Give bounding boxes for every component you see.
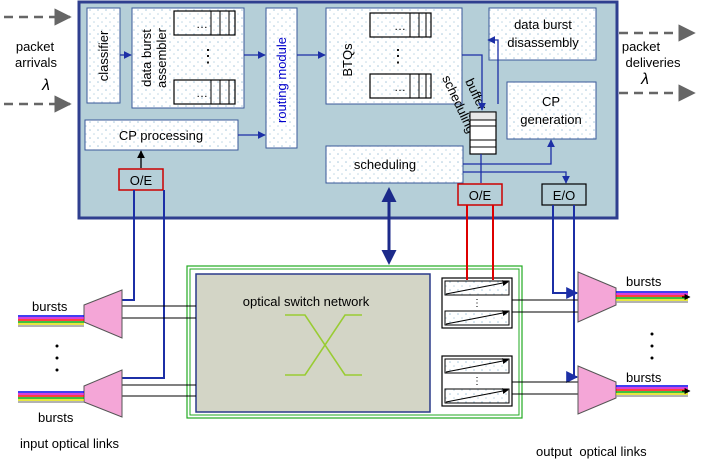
assembler-queue-bottom: … xyxy=(173,79,236,105)
btq-queue-bottom: … xyxy=(369,73,432,99)
svg-text:…: … xyxy=(196,17,208,31)
input-demux-top xyxy=(83,289,123,339)
input-to-switch-lines xyxy=(122,305,196,397)
bursts-out-bottom-label: bursts xyxy=(626,370,662,385)
fdl-block-bottom: ⋮ xyxy=(441,355,513,407)
btq-queue-top: … xyxy=(369,12,432,38)
input-optical-links-label: input optical links xyxy=(20,436,119,451)
output-fiber-bundle-bottom xyxy=(616,385,691,397)
fdl-block-top: ⋮ xyxy=(441,277,513,329)
oe-left-label: O/E xyxy=(130,173,153,188)
packet-arrival-arrows xyxy=(4,8,72,113)
input-fiber-bundle-top xyxy=(18,315,84,327)
eo-right-box xyxy=(541,183,587,206)
packet-deliveries-label-1: packet xyxy=(622,39,661,54)
switch-fabric-box xyxy=(195,273,431,413)
routing-module-label: routing module xyxy=(274,37,289,123)
input-fiber-bundle-bottom xyxy=(18,391,84,403)
bursts-in-bottom-label: bursts xyxy=(38,410,74,425)
cp-processing-box xyxy=(84,119,239,151)
assembler-label-2: assembler xyxy=(154,27,169,88)
oe-right-box xyxy=(457,183,503,206)
svg-text:⋮: ⋮ xyxy=(472,376,482,387)
lambda-in: λ xyxy=(41,77,50,94)
cp-generation-label-2: generation xyxy=(520,112,581,127)
input-vertical-dots xyxy=(55,344,59,372)
bursts-out-top-label: bursts xyxy=(626,274,662,289)
scheduling-buffer-stack xyxy=(469,111,497,155)
scheduling-box xyxy=(325,145,464,184)
oe-left-blue-links xyxy=(122,190,165,379)
optical-switch-network-label: optical switch network xyxy=(243,294,370,309)
input-demux-bottom xyxy=(83,369,123,418)
cp-generation-label-1: CP xyxy=(542,94,560,109)
packet-arrivals-label-1: packet xyxy=(16,39,55,54)
classifier-label: classifier xyxy=(96,30,111,81)
eo-right-blue-links xyxy=(552,205,579,383)
packet-deliveries-label-2: deliveries xyxy=(626,55,681,70)
btq-vdots: ⋮ xyxy=(389,46,407,66)
cp-generation-box xyxy=(506,81,597,140)
oe-left-box xyxy=(118,168,164,191)
output-optical-links-label: output optical links xyxy=(536,444,647,459)
crossbar-x xyxy=(285,314,362,376)
oe-right-red-links xyxy=(466,205,494,280)
switch-to-output-lines xyxy=(512,299,578,395)
svg-text:⋮: ⋮ xyxy=(472,298,482,309)
routing-module-box xyxy=(265,7,298,149)
packet-delivery-arrows xyxy=(619,24,696,102)
output-demux-bottom xyxy=(577,365,617,415)
disassembly-label-1: data burst xyxy=(514,17,572,32)
svg-text:…: … xyxy=(394,19,406,33)
output-fiber-bundle-top xyxy=(616,291,691,303)
cp-processing-label: CP processing xyxy=(119,128,203,143)
eo-right-label: E/O xyxy=(553,188,575,203)
switch-outer-frame-inner xyxy=(189,268,520,416)
assembler-vdots: ⋮ xyxy=(199,46,217,66)
classifier-box xyxy=(86,7,121,104)
assembler-label-1: data burst xyxy=(139,29,154,87)
svg-text:…: … xyxy=(394,80,406,94)
bursts-in-top-label: bursts xyxy=(32,299,68,314)
scheduling-label: scheduling xyxy=(354,157,416,172)
control-arrows xyxy=(120,36,570,184)
output-demux-top xyxy=(577,271,617,323)
lambda-out: λ xyxy=(640,71,649,88)
output-vertical-dots xyxy=(650,332,654,360)
assembler-queue-top: … xyxy=(173,10,236,36)
btqs-label: BTQs xyxy=(340,43,355,77)
disassembly-label-2: disassembly xyxy=(507,35,579,50)
disassembly-box xyxy=(488,7,597,61)
svg-text:…: … xyxy=(196,86,208,100)
packet-arrivals-label-2: arrivals xyxy=(15,55,57,70)
oe-right-label: O/E xyxy=(469,188,492,203)
